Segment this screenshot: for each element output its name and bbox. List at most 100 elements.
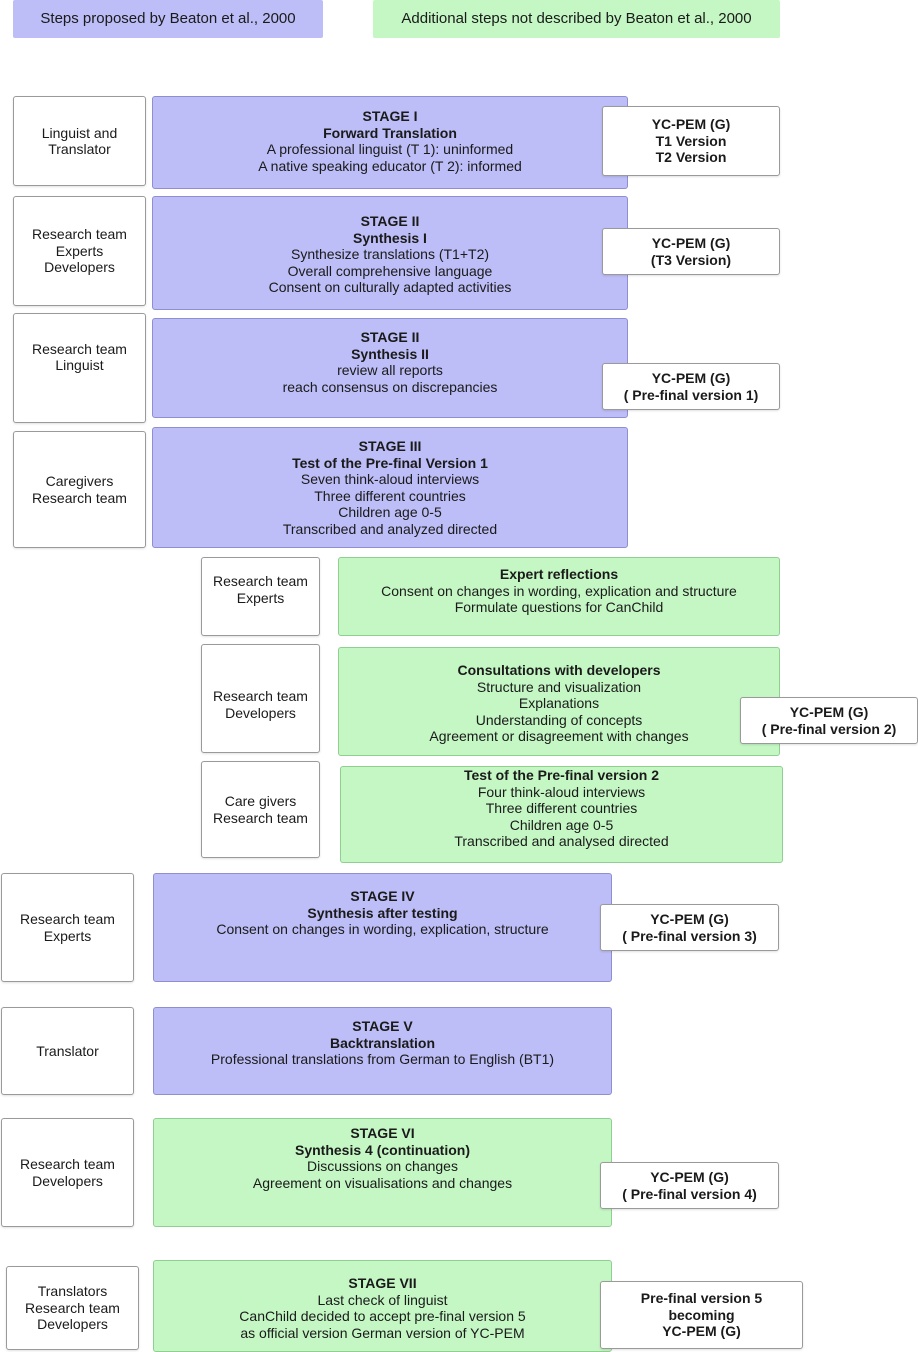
role-line: Caregivers (45, 473, 114, 489)
stage-detail: Overall comprehensive language (287, 262, 493, 279)
role-line: Research team (32, 226, 127, 243)
role-box-stage-5: Translator (1, 1007, 134, 1095)
stage-detail: Professional translations from German to… (210, 1051, 555, 1067)
version-line: YC-PEM (G) (651, 235, 731, 251)
role-line: Developers (37, 1316, 108, 1333)
version-box-stage-2b: YC-PEM (G) ( Pre-final version 1) (602, 363, 780, 410)
version-line: YC-PEM (G) (650, 911, 729, 927)
version-line: T1 Version (655, 132, 727, 149)
role-box-consultations: Research team Developers (201, 644, 320, 753)
version-line: ( Pre-final version 3) (622, 927, 757, 944)
version-line: ( Pre-final version 4) (622, 1185, 757, 1202)
role-line: Translator (36, 1042, 99, 1059)
stage-subtitle: Synthesis II (351, 345, 429, 362)
stage-title: STAGE VI (350, 1125, 415, 1141)
stage-detail: Consent on changes in wording, explicati… (216, 921, 549, 937)
stage-detail: Formulate questions for CanChild (454, 599, 664, 615)
stage-detail: Children age 0-5 (509, 816, 614, 833)
stage-detail: Agreement or disagreement with changes (429, 728, 689, 744)
role-line: Linguist and (41, 124, 118, 141)
version-box-stage-6: YC-PEM (G) ( Pre-final version 4) (600, 1162, 779, 1209)
legend-additional: Additional steps not described by Beaton… (373, 0, 780, 38)
stage-title: Test of the Pre-final version 2 (463, 767, 659, 783)
version-box-consultations: YC-PEM (G) ( Pre-final version 2) (740, 697, 918, 744)
stage-title: STAGE II (360, 329, 420, 345)
stage-title: STAGE III (358, 438, 422, 454)
role-line: Research team (25, 1299, 120, 1316)
version-line: becoming (668, 1306, 735, 1323)
stage-subtitle: Synthesis I (353, 229, 427, 246)
stage-detail: Explanations (518, 695, 600, 711)
role-line: Developers (44, 259, 115, 276)
stage-detail: Discussions on changes (307, 1158, 458, 1174)
version-line: T2 Version (655, 149, 727, 166)
version-line: (T3 Version) (650, 251, 732, 268)
stage-title: Expert reflections (499, 566, 619, 582)
stage-title: STAGE V (352, 1018, 413, 1034)
version-box-stage-7: Pre-final version 5 becoming YC-PEM (G) (600, 1281, 803, 1349)
version-line: YC-PEM (G) (651, 370, 731, 386)
role-line: Developers (225, 704, 296, 721)
role-line: Research team (213, 573, 308, 589)
stage-subtitle: Backtranslation (329, 1034, 436, 1051)
stage-4-box: STAGE IV Synthesis after testing Consent… (153, 873, 612, 982)
stage-title: Consultations with developers (457, 662, 661, 678)
expert-reflections-box: Expert reflections Consent on changes in… (338, 557, 780, 636)
stage-3-box: STAGE III Test of the Pre-final Version … (152, 427, 628, 548)
version-box-stage-2a: YC-PEM (G) (T3 Version) (602, 228, 780, 275)
stage-detail: Structure and visualization (476, 678, 642, 695)
stage-detail: Children age 0-5 (338, 504, 442, 520)
role-box-stage-2b: Research team Linguist (13, 313, 146, 423)
version-line: ( Pre-final version 2) (761, 720, 897, 737)
role-box-stage-3: Caregivers Research team (13, 431, 146, 548)
version-box-stage-4: YC-PEM (G) ( Pre-final version 3) (600, 904, 779, 951)
version-line: YC-PEM (G) (650, 1169, 729, 1185)
consultations-box: Consultations with developers Structure … (338, 647, 780, 756)
role-line: Research team (32, 489, 127, 506)
stage-detail: Understanding of concepts (475, 711, 643, 728)
stage-5-box: STAGE V Backtranslation Professional tra… (153, 1007, 612, 1095)
role-line: Translators (37, 1283, 108, 1300)
stage-detail: Last check of linguist (317, 1291, 448, 1308)
role-box-expert-reflections: Research team Experts (201, 557, 320, 636)
version-box-stage-1: YC-PEM (G) T1 Version T2 Version (602, 106, 780, 176)
stage-detail: Four think-aloud interviews (477, 783, 646, 800)
role-box-stage-7: Translators Research team Developers (6, 1266, 139, 1350)
stage-detail: Transcribed and analyzed directed (282, 520, 498, 537)
role-line: Linguist (55, 357, 104, 373)
role-line: Research team (20, 911, 115, 927)
stage-detail: Three different countries (314, 487, 466, 504)
stage-2-synthesis-2-box: STAGE II Synthesis II review all reports… (152, 318, 628, 418)
role-line: Research team (32, 340, 127, 357)
role-line: Research team (213, 688, 308, 704)
stage-title: STAGE I (362, 108, 418, 124)
role-line: Translator (48, 141, 111, 157)
stage-7-box: STAGE VII Last check of linguist CanChil… (153, 1260, 612, 1352)
role-line: Developers (32, 1172, 103, 1189)
role-line: Research team (213, 809, 308, 826)
role-line: Experts (55, 242, 104, 259)
stage-detail: Synthesize translations (T1+T2) (290, 246, 490, 262)
stage-detail: CanChild decided to accept pre-final ver… (239, 1308, 526, 1324)
role-box-test-version-2: Care givers Research team (201, 761, 320, 858)
role-box-stage-2a: Research team Experts Developers (13, 196, 146, 306)
role-line: Care givers (224, 793, 297, 809)
stage-detail: Transcribed and analysed directed (454, 833, 669, 849)
role-box-stage-4: Research team Experts (1, 873, 134, 982)
stage-subtitle: Synthesis 4 (continuation) (294, 1141, 470, 1158)
stage-detail: as official version German version of YC… (240, 1324, 525, 1341)
stage-6-box: STAGE VI Synthesis 4 (continuation) Disc… (153, 1118, 612, 1227)
version-line: ( Pre-final version 1) (623, 386, 759, 403)
stage-detail: Three different countries (485, 800, 638, 816)
role-box-stage-1: Linguist and Translator (13, 96, 146, 186)
stage-1-box: STAGE I Forward Translation A profession… (152, 96, 628, 189)
stage-title: STAGE VII (348, 1275, 417, 1291)
stage-detail: Agreement on visualisations and changes (252, 1174, 513, 1191)
stage-title: STAGE II (360, 213, 420, 229)
version-line: YC-PEM (G) (789, 704, 869, 720)
role-line: Experts (236, 589, 285, 606)
stage-detail: A native speaking educator (T 2): inform… (258, 157, 522, 174)
stage-detail: A professional linguist (T 1): uninforme… (266, 141, 514, 157)
role-line: Experts (43, 927, 92, 944)
stage-detail: Consent on changes in wording, explicati… (381, 582, 737, 599)
